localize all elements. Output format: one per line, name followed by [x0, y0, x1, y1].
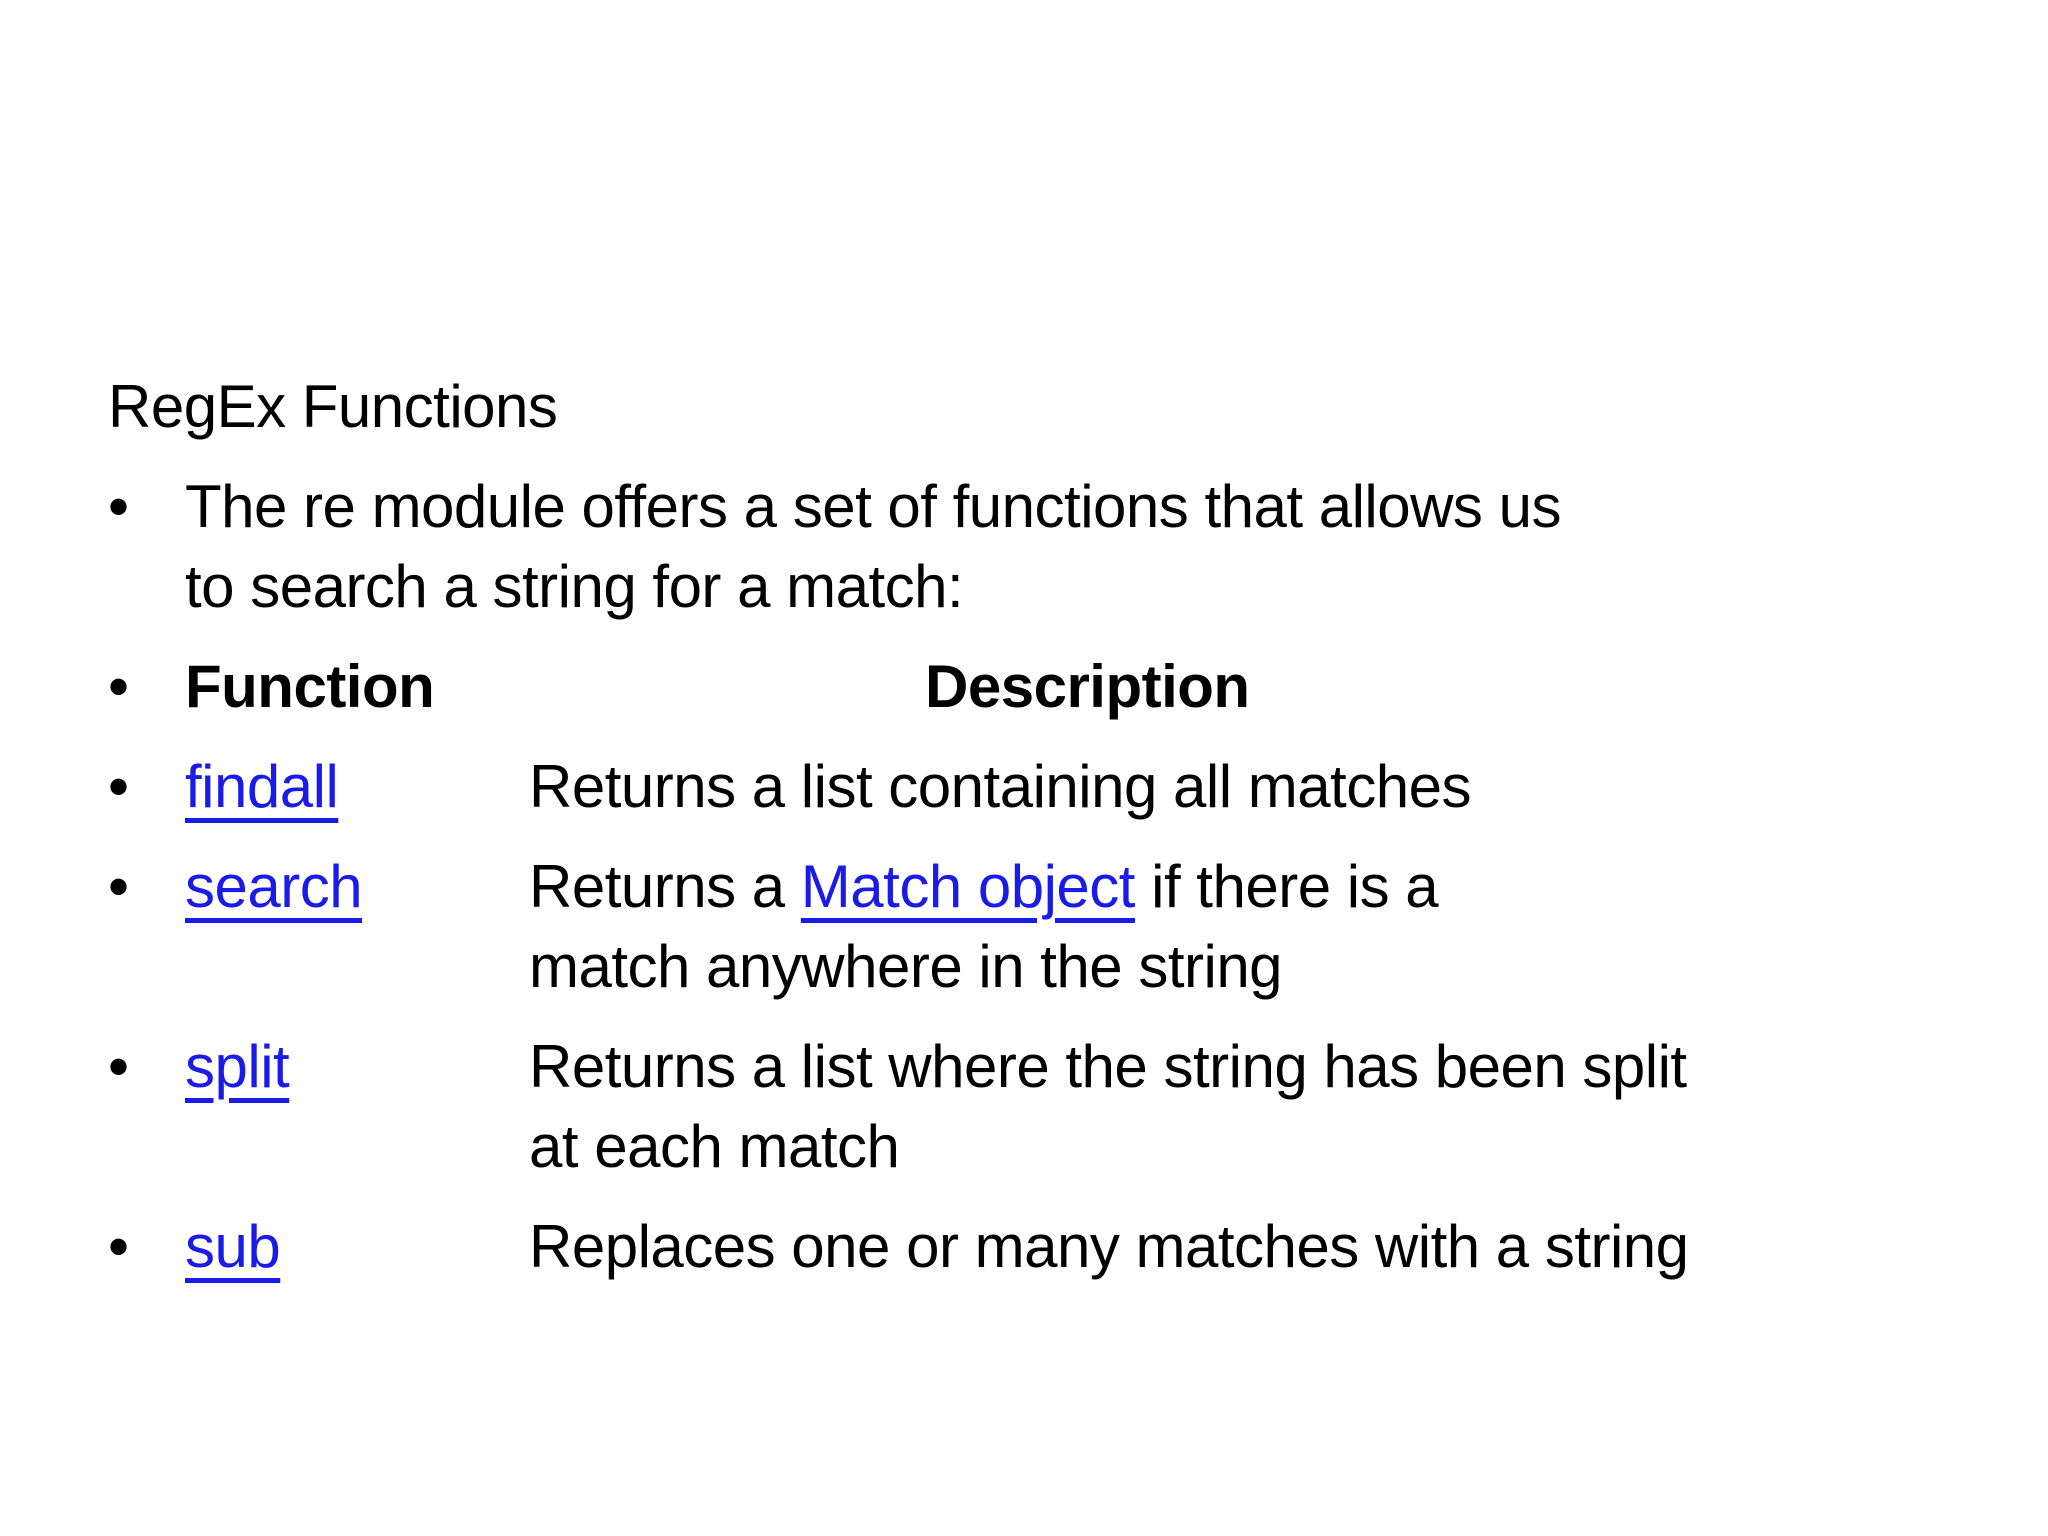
- function-row-search: • search Returns a Match object if there…: [0, 847, 2048, 1007]
- search-link-cell: search: [185, 847, 529, 927]
- split-link-cell: split: [185, 1027, 529, 1107]
- intro-text: The re module offers a set of functions …: [185, 473, 1561, 620]
- search-description-suffix: if there is a match anywhere in the stri…: [529, 853, 1439, 1000]
- bullet-marker: •: [108, 1033, 129, 1100]
- split-link[interactable]: split: [185, 1033, 290, 1100]
- function-row-sub: • sub Replaces one or many matches with …: [0, 1207, 2048, 1287]
- bullet-marker: •: [108, 753, 129, 820]
- findall-description: Returns a list containing all matches: [529, 753, 1471, 820]
- sub-link-cell: sub: [185, 1207, 529, 1287]
- intro-bullet: • The re module offers a set of function…: [0, 467, 2048, 627]
- table-header-row: • Function Description: [0, 647, 2048, 727]
- search-description-prefix: Returns a: [529, 853, 801, 920]
- sub-link[interactable]: sub: [185, 1213, 281, 1280]
- function-column-header: Function: [185, 653, 435, 720]
- function-row-split: • split Returns a list where the string …: [0, 1027, 2048, 1187]
- findall-link[interactable]: findall: [185, 753, 339, 820]
- search-link[interactable]: search: [185, 853, 363, 920]
- findall-link-cell: findall: [185, 747, 529, 827]
- bullet-marker: •: [108, 473, 129, 540]
- description-header-cell: Description: [529, 647, 2048, 727]
- bullet-marker: •: [108, 853, 129, 920]
- split-description: Returns a list where the string has been…: [529, 1033, 1687, 1180]
- sub-description: Replaces one or many matches with a stri…: [529, 1213, 1689, 1280]
- description-column-header: Description: [925, 653, 1250, 720]
- slide-title: RegEx Functions: [108, 373, 558, 440]
- bullet-marker: •: [108, 1213, 129, 1280]
- search-description: Returns a Match object if there is a mat…: [529, 847, 2048, 1007]
- bullet-marker: •: [108, 653, 129, 720]
- match-object-link[interactable]: Match object: [800, 853, 1136, 920]
- function-row-findall: • findall Returns a list containing all …: [0, 747, 2048, 827]
